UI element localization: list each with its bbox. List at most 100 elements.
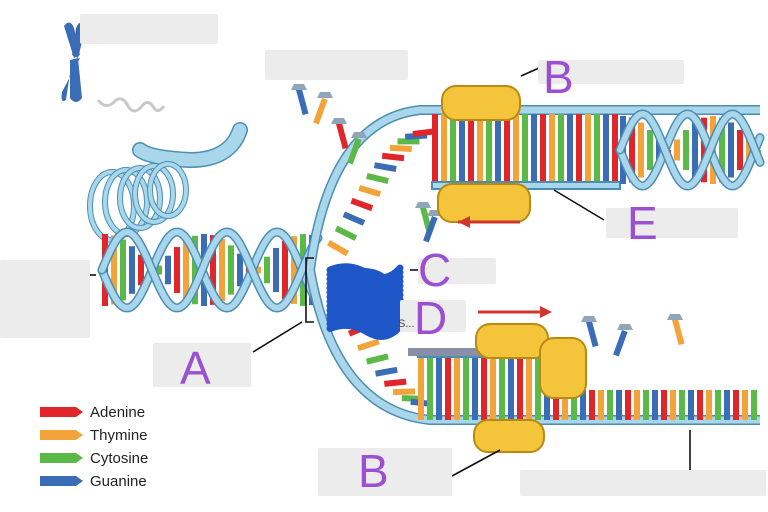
base-pair (165, 255, 171, 285)
base-pair (472, 356, 478, 420)
base-pair (522, 114, 528, 186)
supercoil-loop (148, 162, 188, 218)
free-nucleotide (347, 138, 362, 165)
swatch-shape (40, 453, 83, 463)
legend-label: Thymine (90, 426, 148, 444)
base-pair (540, 114, 546, 186)
rna-primer (408, 348, 538, 356)
leader-line (553, 189, 605, 221)
supercoil-loop (118, 166, 162, 230)
base-pair (603, 114, 609, 186)
base-pair (273, 247, 279, 293)
base-pair (742, 390, 748, 420)
base-pair (219, 239, 225, 301)
base-pair (598, 390, 604, 420)
base (366, 353, 389, 365)
base-pair (585, 114, 591, 186)
backbone-strand (617, 110, 763, 190)
base-pair (746, 139, 752, 161)
free-nucleotide (313, 97, 328, 125)
base-pair (495, 114, 501, 186)
leader-line (451, 449, 501, 477)
nucleotide-phosphate (581, 316, 597, 322)
base-pair (111, 235, 117, 305)
base-pair (481, 356, 487, 420)
scribble-stroke (326, 317, 404, 336)
free-nucleotides (291, 84, 685, 357)
nucleotide-phosphate (331, 118, 347, 124)
leading-template (306, 106, 760, 271)
base-pair (427, 356, 433, 420)
base-pair (454, 356, 460, 420)
base-pair (625, 390, 631, 420)
free-nucleotide (672, 318, 685, 346)
base-pair (459, 114, 465, 186)
base-pair (531, 114, 537, 186)
base (350, 197, 374, 212)
base-pair (508, 356, 514, 420)
base-pair (594, 114, 600, 186)
base-pair (638, 122, 644, 178)
free-nucleotide (335, 122, 349, 150)
base-pair (504, 114, 510, 186)
legend-label: Cytosine (90, 449, 149, 467)
arrowhead-right (540, 306, 552, 318)
base-pair (255, 266, 261, 274)
base-pair (477, 114, 483, 186)
lagging-polymerase-top (475, 323, 549, 359)
base-pair (517, 356, 523, 420)
label-letter-b-top: B (543, 51, 574, 103)
chromosome-icon (61, 22, 86, 102)
base (366, 173, 389, 184)
base-pair (291, 236, 297, 304)
base (374, 366, 398, 377)
nucleotide-phosphate (351, 132, 367, 138)
base-pair (418, 356, 424, 420)
base-pair (728, 122, 734, 178)
base-pair (513, 114, 519, 186)
base (393, 388, 416, 396)
legend-label: Adenine (90, 403, 146, 421)
base (412, 128, 436, 137)
base-pair (282, 240, 288, 300)
base-pair (670, 390, 676, 420)
free-nucleotide (296, 88, 309, 116)
swatch-shape (40, 476, 83, 486)
base-pair (697, 390, 703, 420)
origin-bracket (305, 257, 314, 323)
supercoil-loop (133, 164, 175, 224)
redacted-label-top-left (80, 14, 218, 44)
leading-duplex (431, 114, 621, 190)
base-pair (571, 390, 577, 420)
scribble-fill (330, 268, 398, 328)
base-pair (490, 356, 496, 420)
base-pair (706, 390, 712, 420)
free-nucleotide (586, 320, 599, 348)
base-pair (751, 390, 757, 420)
legend-item: Guanine (40, 471, 147, 491)
daughter-helix (615, 109, 765, 191)
base-pair (688, 390, 694, 420)
backbone-strand (99, 229, 321, 311)
redacted-label-a (153, 343, 251, 387)
base-pair (567, 114, 573, 186)
redacted-label-top-center (265, 50, 408, 80)
base-pair (486, 114, 492, 186)
chromosome-arm (61, 58, 80, 101)
base-pair (692, 122, 698, 178)
helicase-scribble (326, 263, 404, 340)
base (384, 378, 407, 387)
base (327, 239, 350, 257)
base-pair (183, 240, 189, 300)
base-pair (715, 390, 721, 420)
redacted-label-bottom-right (520, 470, 766, 496)
base (342, 211, 366, 226)
base-pair (701, 117, 707, 183)
base-pair (647, 130, 653, 170)
base-pair (616, 390, 622, 420)
base-pair (174, 247, 180, 293)
free-nucleotide (423, 216, 438, 243)
polymerase-top (441, 85, 521, 121)
base-pair (652, 390, 658, 420)
supercoil-tube (133, 123, 247, 167)
